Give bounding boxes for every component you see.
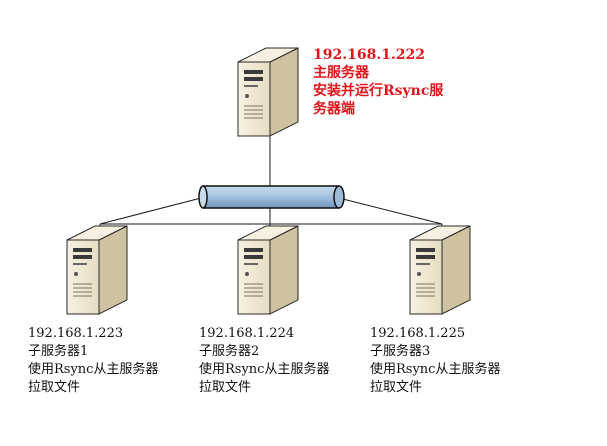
- network-bus-pipe: [198, 185, 345, 209]
- slave-server-icon-3: [409, 225, 471, 315]
- master-desc-line2: 务器端: [313, 101, 355, 117]
- branch-line-left: [99, 196, 206, 225]
- slave-ip: 192.168.1.225: [370, 326, 466, 341]
- slave-server-label-3: 192.168.1.225 子服务器3 使用Rsync从主服务器 拉取文件: [370, 325, 500, 397]
- branch-line-right: [334, 196, 443, 225]
- slave-desc-line1: 使用Rsync从主服务器: [199, 362, 330, 377]
- master-server-icon: [237, 47, 299, 137]
- slave-desc-line1: 使用Rsync从主服务器: [370, 362, 501, 377]
- slave-server-icon-1: [66, 225, 128, 315]
- slave-server-icon-2: [237, 225, 299, 315]
- slave-role: 子服务器2: [199, 344, 260, 359]
- slave-desc-line1: 使用Rsync从主服务器: [28, 362, 159, 377]
- slave-desc-line2: 拉取文件: [370, 380, 423, 395]
- master-role: 主服务器: [313, 65, 369, 81]
- slave-ip: 192.168.1.224: [199, 326, 295, 341]
- slave-role: 子服务器1: [28, 344, 89, 359]
- master-ip: 192.168.1.222: [313, 47, 426, 63]
- slave-ip: 192.168.1.223: [28, 326, 124, 341]
- slave-desc-line2: 拉取文件: [28, 380, 81, 395]
- master-server-label: 192.168.1.222 主服务器 安装并运行Rsync服 务器端: [313, 46, 443, 118]
- slave-desc-line2: 拉取文件: [199, 380, 252, 395]
- slave-server-label-2: 192.168.1.224 子服务器2 使用Rsync从主服务器 拉取文件: [199, 325, 329, 397]
- master-desc-line1: 安装并运行Rsync服: [313, 83, 444, 99]
- slave-server-label-1: 192.168.1.223 子服务器1 使用Rsync从主服务器 拉取文件: [28, 325, 158, 397]
- slave-role: 子服务器3: [370, 344, 431, 359]
